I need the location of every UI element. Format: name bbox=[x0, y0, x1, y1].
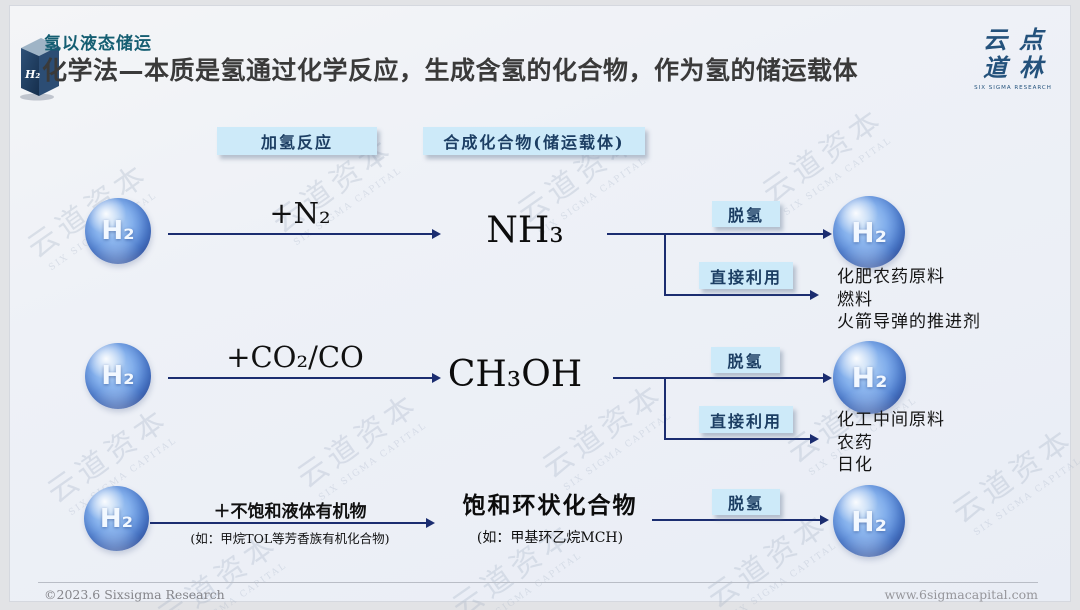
dehydrogenation-box: 脱氢 bbox=[712, 201, 780, 227]
reaction-label: ＋不饱和液体有机物 bbox=[213, 502, 367, 522]
slide-kicker: 氢以液态储运 bbox=[44, 34, 152, 54]
use-item: 燃料 bbox=[837, 289, 873, 310]
footer-website: www.6sigmacapital.com bbox=[884, 587, 1038, 602]
use-item: 农药 bbox=[837, 432, 873, 453]
uses-list: 化肥农药原料 燃料 火箭导弹的推进剂 bbox=[837, 266, 981, 334]
logo-line-2: 道林 bbox=[983, 53, 1055, 82]
direct-use-box: 直接利用 bbox=[699, 262, 793, 289]
reaction-label: +CO₂/CO bbox=[226, 340, 364, 374]
direct-use-arrow-head bbox=[810, 434, 819, 444]
reaction-arrow-line bbox=[168, 377, 432, 379]
h2-sphere-output: H₂ bbox=[833, 196, 905, 268]
reaction-label: +N₂ bbox=[269, 196, 331, 230]
dehydro-arrow-head bbox=[823, 229, 832, 239]
column-header-hydrogenation: 加氢反应 bbox=[217, 127, 377, 155]
direct-use-box: 直接利用 bbox=[699, 406, 793, 433]
h2-sphere-output: H₂ bbox=[833, 485, 905, 557]
product-note: (如：甲基环乙烷MCH) bbox=[476, 530, 624, 546]
direct-use-arrow-line bbox=[664, 438, 810, 440]
product-formula: NH₃ bbox=[486, 210, 564, 251]
reaction-arrow-head bbox=[426, 518, 435, 528]
dehydrogenation-box: 脱氢 bbox=[711, 347, 780, 373]
dehydrogenation-box: 脱氢 bbox=[712, 489, 780, 515]
reaction-note: (如：甲烷TOL等芳香族有机化合物) bbox=[190, 531, 390, 546]
h2-sphere-input: H₂ bbox=[85, 198, 151, 264]
logo-line-1: 云点 bbox=[983, 25, 1055, 54]
dehydro-arrow-head bbox=[820, 515, 829, 525]
product-block: 饱和环状化合物 (如：甲基环乙烷MCH) bbox=[445, 486, 655, 547]
h2-book-icon: H₂ bbox=[20, 38, 59, 101]
column-header-compound: 合成化合物(储运载体) bbox=[423, 127, 645, 155]
product-formula: CH₃OH bbox=[447, 354, 583, 395]
reaction-arrow-head bbox=[432, 373, 441, 383]
product-name: 饱和环状化合物 bbox=[462, 492, 638, 519]
direct-use-arrow-head bbox=[810, 290, 819, 300]
h2-sphere-input: H₂ bbox=[84, 486, 149, 551]
logo-caption: SIX SIGMA RESEARCH bbox=[974, 85, 1052, 91]
use-item: 火箭导弹的推进剂 bbox=[837, 312, 981, 332]
use-item: 化肥农药原料 bbox=[837, 267, 945, 287]
use-item: 化工中间原料 bbox=[837, 410, 945, 430]
dehydro-arrow-line bbox=[607, 233, 823, 235]
dehydro-arrow-line bbox=[652, 519, 820, 521]
branch-line-vertical bbox=[664, 377, 666, 440]
dehydro-arrow-line bbox=[613, 377, 823, 379]
reaction-arrow-line bbox=[168, 233, 432, 235]
direct-use-arrow-line bbox=[664, 294, 810, 296]
page-title: 化学法—本质是氢通过化学反应，生成含氢的化合物，作为氢的储运载体 bbox=[42, 56, 859, 85]
reaction-arrow-line bbox=[150, 522, 426, 524]
h2-sphere-input: H₂ bbox=[85, 343, 151, 409]
dehydro-arrow-head bbox=[823, 373, 832, 383]
h2-book-icon-label: H₂ bbox=[24, 68, 40, 81]
h2-sphere-output: H₂ bbox=[833, 341, 906, 414]
footer-divider bbox=[38, 582, 1038, 583]
branch-line-vertical bbox=[664, 233, 666, 296]
use-item: 日化 bbox=[837, 455, 873, 475]
footer-copyright: ©2023.6 Sixsigma Research bbox=[44, 587, 225, 602]
company-logo: 云点 道林 SIX SIGMA RESEARCH bbox=[963, 26, 1063, 92]
reaction-arrow-head bbox=[432, 229, 441, 239]
uses-list: 化工中间原料 农药 日化 bbox=[837, 409, 945, 477]
logo-characters: 云点 道林 bbox=[963, 26, 1063, 82]
